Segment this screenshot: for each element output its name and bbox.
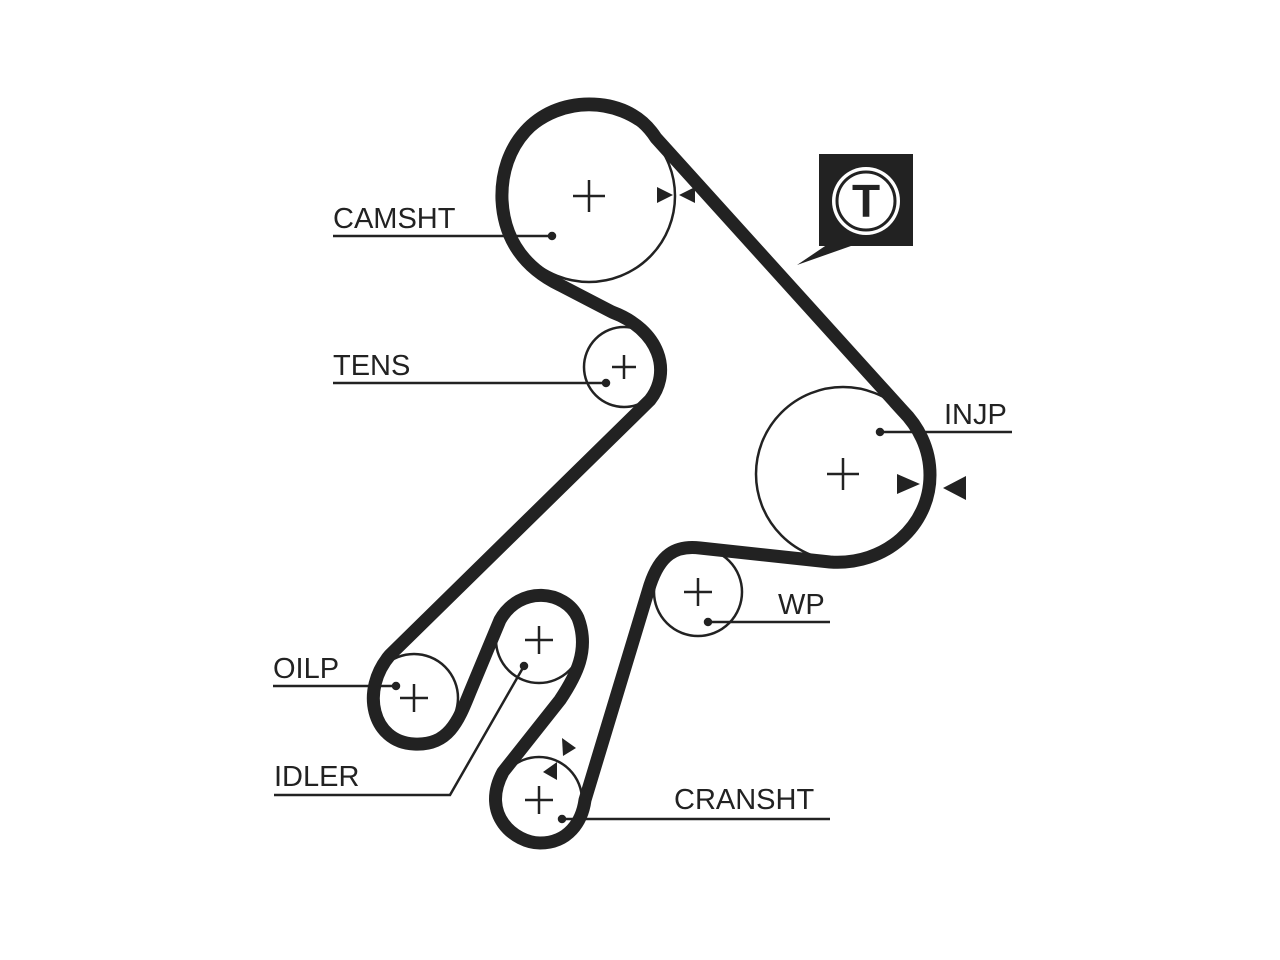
tensioner-label: TENS [333,350,410,382]
tensioner-center-cross [612,355,636,379]
crankshaft-leader [557,814,830,824]
oil-pump-label: OILP [273,653,339,685]
center-marks [400,180,859,814]
leader-lines [273,231,1012,824]
idler-center-cross [525,626,553,654]
oil-pump-leader [273,681,401,691]
water-pump-center-cross [684,578,712,606]
crankshaft-timing-mark-upper [562,738,576,756]
tension-badge-letter: T [852,175,880,227]
water-pump-leader [703,617,830,627]
camshaft-timing-mark-right [679,187,695,203]
timing-belt [367,97,937,850]
crankshaft-center-cross [525,786,553,814]
injection-pump-timing-mark-right [943,476,966,500]
oil-pump-center-cross [400,684,428,712]
idler-label: IDLER [274,761,359,793]
injection-pump-label: INJP [944,399,1007,431]
camshaft-leader [333,231,557,241]
injection-pump-timing-mark-left [897,474,920,494]
tension-badge-circle [832,167,900,235]
camshaft-label: CAMSHT [333,203,456,235]
camshaft-center-cross [573,180,605,212]
crankshaft-timing-mark-lower [543,762,557,780]
tension-badge: T [797,154,913,265]
injection-pump-center-cross [827,458,859,490]
injection-pump-leader [875,427,1012,437]
camshaft-timing-mark-left [657,187,673,203]
tensioner-leader [333,378,611,388]
timing-marks [543,187,966,780]
idler-leader [274,661,529,797]
water-pump-label: WP [778,589,825,621]
crankshaft-label: CRANSHT [674,784,814,816]
